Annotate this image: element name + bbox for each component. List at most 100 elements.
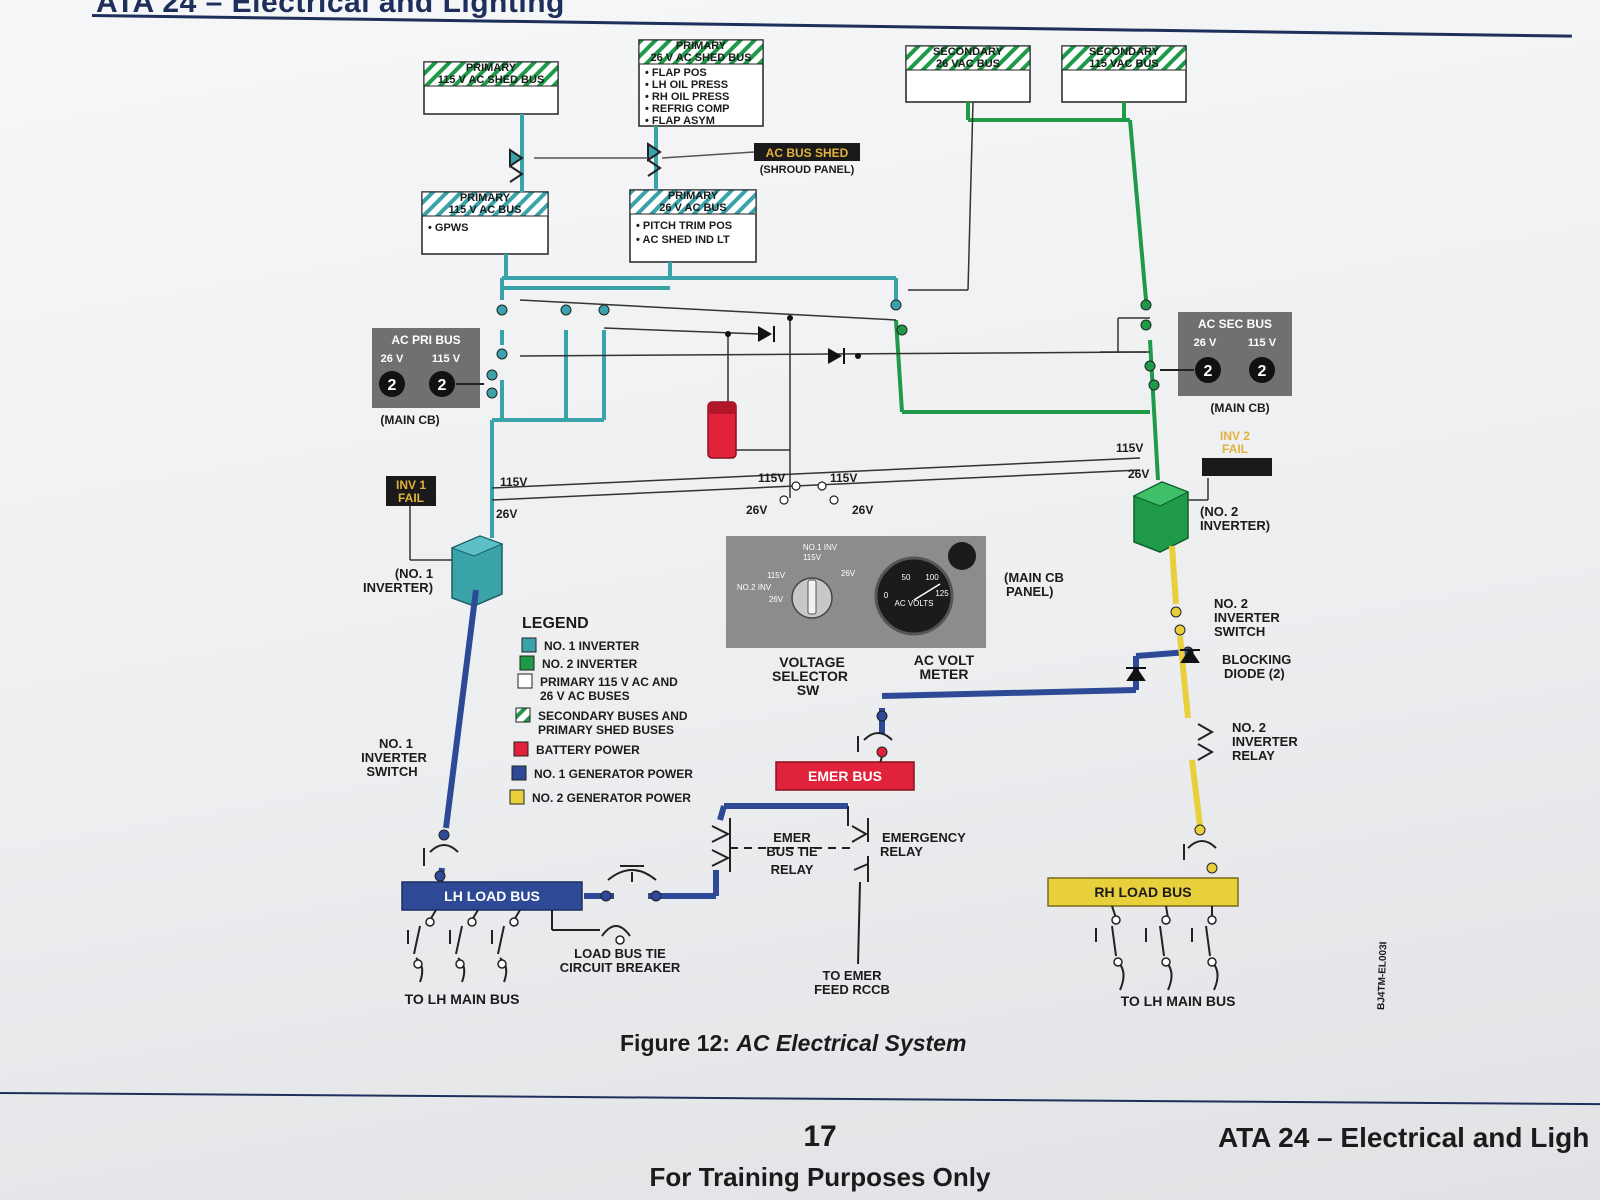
figure-caption-title: AC Electrical System xyxy=(736,1030,967,1056)
main-cb-panel-label-2: PANEL) xyxy=(1006,584,1053,599)
primary-115-title-1: PRIMARY xyxy=(460,192,511,204)
secondary-26-title-1: SECONDARY xyxy=(933,46,1004,58)
shed-item-3: • RH OIL PRESS xyxy=(645,91,729,103)
inv2-fail-light: INV 2 FAIL xyxy=(1202,429,1272,476)
shed-item-4: • REFRIG COMP xyxy=(645,103,730,115)
blocking-diode-1: BLOCKING xyxy=(1222,652,1291,667)
ac-sec-cb-26-icon[interactable] xyxy=(1195,357,1221,383)
no1-inverter-switch-1: NO. 1 xyxy=(379,736,413,751)
gen2-nodes xyxy=(1170,606,1218,874)
training-note: For Training Purposes Only xyxy=(649,1162,991,1192)
ac-sec-bus-26: 26 V xyxy=(1194,337,1217,349)
voltage-selector-label-3: SW xyxy=(797,682,820,698)
shed-item-5: • FLAP ASYM xyxy=(645,115,715,127)
meter-tick-0: 0 xyxy=(884,591,889,600)
no1-inverter-switch-3: SWITCH xyxy=(366,764,417,779)
secondary-115-title-1: SECONDARY xyxy=(1089,46,1160,58)
rh-feeders xyxy=(1095,905,1219,991)
ac-sec-cb-115-label: 2 xyxy=(1258,363,1267,380)
rh-load-bus: RH LOAD BUS xyxy=(1047,877,1239,907)
rh-feeder-circles xyxy=(1111,915,1217,967)
emergency-relay-1: EMERGENCY xyxy=(882,830,966,845)
gen2-wiring xyxy=(1169,545,1203,827)
ac-pri-bus-note: (MAIN CB) xyxy=(380,413,439,427)
ac-pri-cb-115-icon[interactable] xyxy=(429,371,455,397)
primary-26-item-2: • AC SHED IND LT xyxy=(636,234,730,246)
inv2-fail-2: FAIL xyxy=(1222,442,1248,456)
sel-26: 26V xyxy=(841,569,856,578)
to-lh-main-bus-left: TO LH MAIN BUS xyxy=(405,991,520,1007)
left-26v-label: 26V xyxy=(496,507,517,521)
meter-tick-100: 100 xyxy=(925,573,939,582)
secondary-26-title-2: 26 VAC BUS xyxy=(936,58,1000,70)
secondary-115-vac-bus: SECONDARY 115 VAC BUS xyxy=(1061,45,1187,103)
no1-inverter-label-1: (NO. 1 xyxy=(395,566,433,581)
ac-bus-shed-sub: (SHROUD PANEL) xyxy=(760,164,855,176)
sel-115v-right: 115V xyxy=(830,471,857,485)
load-bus-tie-label-2: CIRCUIT BREAKER xyxy=(560,960,681,975)
emer-bus: EMER BUS xyxy=(775,746,915,791)
lh-feeders xyxy=(407,909,521,983)
legend: LEGEND NO. 1 INVERTER NO. 2 INVERTER PRI… xyxy=(509,615,693,805)
ac-bus-shed-light: AC BUS SHED (SHROUD PANEL) xyxy=(754,143,860,176)
emergency-relay-2: RELAY xyxy=(880,844,923,859)
shed-item-2: • LH OIL PRESS xyxy=(645,79,728,91)
primary-26-title-1: PRIMARY xyxy=(668,190,719,202)
primary-115v-ac-bus: PRIMARY 115 V AC BUS • GPWS xyxy=(421,191,549,255)
inv1-fail-2: FAIL xyxy=(398,491,424,505)
primary-115-shed-title-2: 115 V AC SHED BUS xyxy=(438,74,545,86)
ac-sec-bus-note: (MAIN CB) xyxy=(1210,401,1269,415)
legend-title: LEGEND xyxy=(522,615,589,632)
primary-26v-ac-bus: PRIMARY 26 V AC BUS • PITCH TRIM POS • A… xyxy=(629,189,757,263)
ac-bus-shed-label: AC BUS SHED xyxy=(766,146,849,160)
selector-contacts xyxy=(779,481,839,505)
primary-115-item-1: • GPWS xyxy=(428,222,469,234)
primary-26-item-1: • PITCH TRIM POS xyxy=(636,220,732,232)
no1-inverter: (NO. 1 INVERTER) xyxy=(363,535,504,607)
figure-caption-prefix: Figure 12: xyxy=(620,1030,730,1056)
no2-inverter-label-1: (NO. 2 xyxy=(1200,504,1238,519)
to-lh-main-bus-right: TO LH MAIN BUS xyxy=(1121,993,1236,1009)
ac-volt-meter-label-1: AC VOLT xyxy=(914,652,975,668)
legend-item-3a: PRIMARY 115 V AC AND xyxy=(540,675,678,689)
primary-26-shed-title-1: PRIMARY xyxy=(676,40,727,52)
legend-item-4b: PRIMARY SHED BUSES xyxy=(538,723,674,737)
secondary-115-title-2: 115 VAC BUS xyxy=(1089,58,1159,70)
no2-inverter-relay-3: RELAY xyxy=(1232,748,1275,763)
sel-no2-inv: NO.2 INV xyxy=(737,583,772,592)
legend-item-5: BATTERY POWER xyxy=(536,743,640,757)
emer-bus-tie-relay-2: BUS TIE xyxy=(766,844,818,859)
no2-relay xyxy=(1183,723,1217,860)
diodes xyxy=(725,315,861,364)
ac-sec-bus-115: 115 V xyxy=(1248,337,1277,349)
legend-item-7: NO. 2 GENERATOR POWER xyxy=(532,791,691,805)
sel-no2-26: 26V xyxy=(769,595,784,604)
ac-volt-meter-icon xyxy=(874,556,954,636)
legend-item-3b: 26 V AC BUSES xyxy=(540,689,630,703)
sel-26v-right: 26V xyxy=(852,503,873,517)
load-bus-tie-circuit-breaker: LOAD BUS TIE CIRCUIT BREAKER xyxy=(551,910,681,975)
emer-relays xyxy=(711,806,869,965)
no1-inverter-switch-2: INVERTER xyxy=(361,750,427,765)
ac-pri-bus-title: AC PRI BUS xyxy=(391,333,460,347)
main-cb-panel-label-1: (MAIN CB xyxy=(1004,570,1064,585)
footer-chapter: ATA 24 – Electrical and Ligh xyxy=(1218,1122,1590,1153)
no2-inverter: (NO. 2 INVERTER) xyxy=(1132,481,1270,553)
no2-inverter-label-2: INVERTER) xyxy=(1200,518,1270,533)
no2-inverter-switch-3: SWITCH xyxy=(1214,624,1265,639)
shed-relays xyxy=(509,142,755,183)
primary-26-title-2: 26 V AC BUS xyxy=(659,202,726,214)
ac-pri-cb-115-label: 2 xyxy=(438,377,447,394)
legend-item-4a: SECONDARY BUSES AND xyxy=(538,709,688,723)
lh-load-bus-label: LH LOAD BUS xyxy=(444,888,540,904)
ac-pri-cb-26-icon[interactable] xyxy=(379,371,405,397)
sel-26v-left: 26V xyxy=(746,503,767,517)
ac-sec-cb-115-icon[interactable] xyxy=(1249,357,1275,383)
meter-tick-125: 125 xyxy=(935,589,949,598)
sel-no1-115: 115V xyxy=(803,553,822,562)
no1-inverter-label-2: INVERTER) xyxy=(363,580,433,595)
primary-115v-shed-bus: PRIMARY 115 V AC SHED BUS xyxy=(423,61,559,115)
left-115v-label: 115V xyxy=(500,475,527,489)
